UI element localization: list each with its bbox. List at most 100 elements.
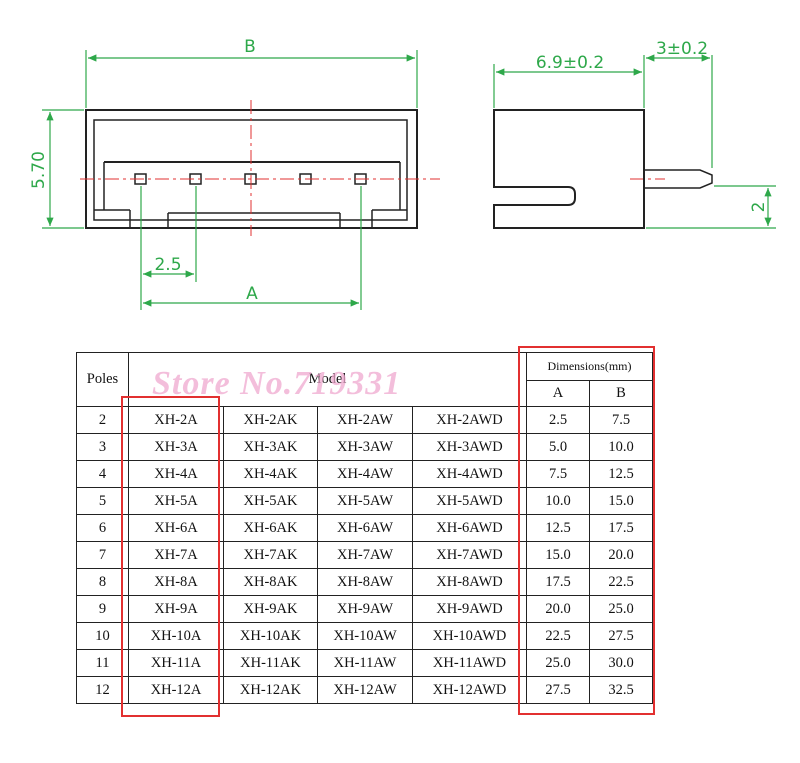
- table-cell-poles: 5: [76, 487, 129, 515]
- table-cell-m1: XH-3A: [128, 433, 224, 461]
- header-poles: Poles: [76, 352, 129, 407]
- table-cell-m3: XH-3AW: [317, 433, 413, 461]
- dim-label-side: 2: [749, 202, 769, 213]
- table-cell-a: 2.5: [526, 406, 590, 434]
- table-cell-m3: XH-12AW: [317, 676, 413, 704]
- table-cell-a: 20.0: [526, 595, 590, 623]
- table-cell-m4: XH-6AWD: [412, 514, 527, 542]
- table-cell-b: 17.5: [589, 514, 653, 542]
- table-cell-m4: XH-10AWD: [412, 622, 527, 650]
- centerlines: [80, 100, 665, 236]
- table-cell-m1: XH-7A: [128, 541, 224, 569]
- table-cell-m3: XH-2AW: [317, 406, 413, 434]
- table-cell-m1: XH-2A: [128, 406, 224, 434]
- table-cell-m2: XH-7AK: [223, 541, 318, 569]
- table-cell-b: 15.0: [589, 487, 653, 515]
- dimension-lines: [42, 50, 776, 310]
- table-cell-m3: XH-11AW: [317, 649, 413, 677]
- table-cell-poles: 6: [76, 514, 129, 542]
- table-cell-m3: XH-8AW: [317, 568, 413, 596]
- table-cell-m3: XH-6AW: [317, 514, 413, 542]
- table-cell-m1: XH-4A: [128, 460, 224, 488]
- table-cell-poles: 10: [76, 622, 129, 650]
- table-cell-poles: 8: [76, 568, 129, 596]
- side-housing-outline: [493, 109, 645, 229]
- table-cell-a: 5.0: [526, 433, 590, 461]
- table-cell-b: 30.0: [589, 649, 653, 677]
- table-cell-m4: XH-4AWD: [412, 460, 527, 488]
- header-a: A: [526, 379, 590, 407]
- table-cell-b: 22.5: [589, 568, 653, 596]
- table-cell-b: 12.5: [589, 460, 653, 488]
- table-cell-a: 12.5: [526, 514, 590, 542]
- table-cell-m2: XH-2AK: [223, 406, 318, 434]
- table-cell-poles: 2: [76, 406, 129, 434]
- table-cell-a: 17.5: [526, 568, 590, 596]
- table-cell-poles: 12: [76, 676, 129, 704]
- table-cell-m4: XH-12AWD: [412, 676, 527, 704]
- table-cell-a: 15.0: [526, 541, 590, 569]
- table-cell-a: 25.0: [526, 649, 590, 677]
- dim-label-a: A: [246, 284, 258, 304]
- table-cell-m2: XH-10AK: [223, 622, 318, 650]
- header-b: B: [589, 379, 653, 407]
- table-cell-poles: 3: [76, 433, 129, 461]
- table-cell-m4: XH-3AWD: [412, 433, 527, 461]
- connector-drawing: B 5.70 2.5 A 6.9±0.2 3±0.2 2: [29, 37, 776, 310]
- header-dimensions: Dimensions(mm): [526, 352, 653, 381]
- table-cell-a: 7.5: [526, 460, 590, 488]
- table-cell-b: 7.5: [589, 406, 653, 434]
- table-cell-m1: XH-12A: [128, 676, 224, 704]
- table-cell-m4: XH-11AWD: [412, 649, 527, 677]
- side-view: [493, 109, 713, 229]
- table-cell-m2: XH-5AK: [223, 487, 318, 515]
- dim-label-pin: 3±0.2: [656, 39, 708, 59]
- table-cell-m3: XH-9AW: [317, 595, 413, 623]
- table-cell-a: 22.5: [526, 622, 590, 650]
- table-cell-m1: XH-10A: [128, 622, 224, 650]
- table-cell-poles: 4: [76, 460, 129, 488]
- dim-label-depth: 6.9±0.2: [536, 53, 604, 73]
- table-cell-m1: XH-9A: [128, 595, 224, 623]
- table-cell-poles: 11: [76, 649, 129, 677]
- table-cell-poles: 9: [76, 595, 129, 623]
- table-cell-m1: XH-8A: [128, 568, 224, 596]
- table-cell-b: 25.0: [589, 595, 653, 623]
- table-cell-b: 32.5: [589, 676, 653, 704]
- table-cell-b: 10.0: [589, 433, 653, 461]
- table-cell-m4: XH-5AWD: [412, 487, 527, 515]
- side-pin: [644, 169, 713, 189]
- table-cell-a: 10.0: [526, 487, 590, 515]
- table-cell-poles: 7: [76, 541, 129, 569]
- table-cell-m4: XH-8AWD: [412, 568, 527, 596]
- table-cell-m2: XH-6AK: [223, 514, 318, 542]
- table-cell-m2: XH-8AK: [223, 568, 318, 596]
- table-cell-m3: XH-10AW: [317, 622, 413, 650]
- table-cell-m4: XH-2AWD: [412, 406, 527, 434]
- table-cell-a: 27.5: [526, 676, 590, 704]
- table-cell-m3: XH-4AW: [317, 460, 413, 488]
- dim-label-height: 5.70: [29, 151, 49, 189]
- table-cell-m2: XH-12AK: [223, 676, 318, 704]
- front-housing-inner: [93, 119, 408, 221]
- table-cell-m4: XH-9AWD: [412, 595, 527, 623]
- dim-label-b: B: [244, 37, 256, 57]
- table-cell-m3: XH-7AW: [317, 541, 413, 569]
- table-cell-b: 20.0: [589, 541, 653, 569]
- header-model: Model: [128, 352, 527, 407]
- table-cell-m3: XH-5AW: [317, 487, 413, 515]
- table-cell-m1: XH-5A: [128, 487, 224, 515]
